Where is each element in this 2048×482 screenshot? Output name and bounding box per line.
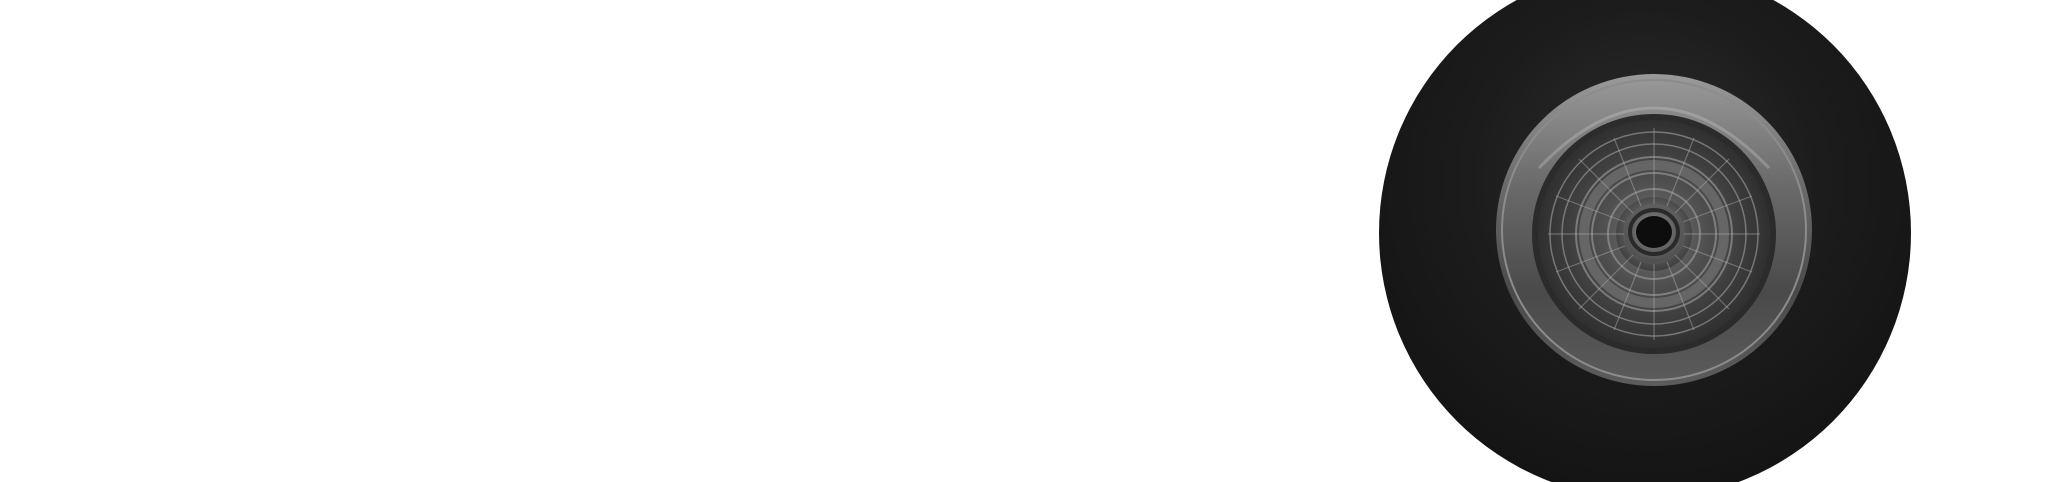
camera-lens-image — [1379, 0, 1911, 482]
camera-lens-icon — [1379, 0, 1911, 482]
lens-pupil — [1636, 216, 1672, 248]
